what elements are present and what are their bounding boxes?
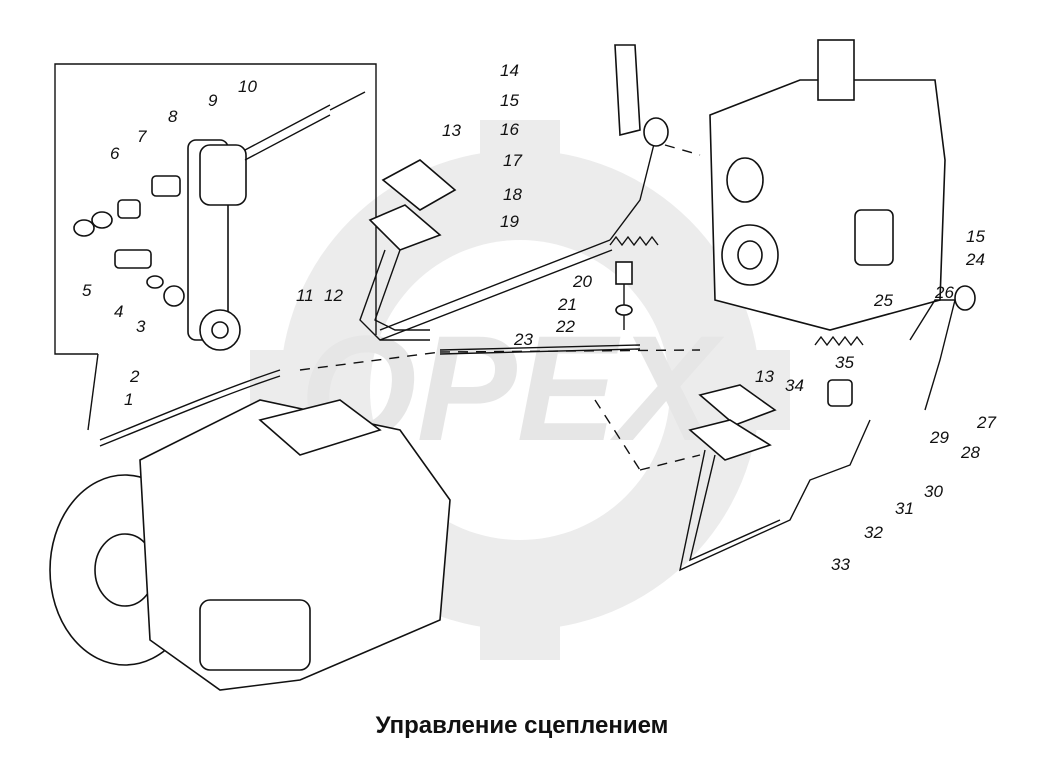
callout-2: 2: [130, 367, 140, 386]
callout-28: 28: [961, 443, 980, 462]
callout-13-upper: 13: [442, 121, 461, 140]
pedal-lower: [679, 379, 871, 572]
inset-frame: [54, 63, 377, 355]
bracket-top: [614, 44, 641, 137]
gearbox-right: [709, 39, 946, 331]
lever-arm-right: [909, 285, 976, 411]
clutch-lever: [187, 139, 247, 351]
callout-27: 27: [977, 413, 996, 432]
callout-26: 26: [935, 283, 954, 302]
inset-leader: [87, 353, 99, 431]
callout-7: 7: [137, 127, 147, 146]
callout-34: 34: [785, 376, 804, 395]
callout-15-right: 15: [966, 227, 985, 246]
callout-12: 12: [324, 286, 343, 305]
callout-6: 6: [110, 144, 120, 163]
callout-11: 11: [296, 286, 314, 305]
callout-35: 35: [835, 353, 854, 372]
rod-19: [379, 117, 669, 341]
cable-2: [99, 369, 281, 447]
adjusting-rod: [244, 91, 366, 161]
callout-19: 19: [500, 212, 519, 231]
callout-33: 33: [831, 555, 850, 574]
callout-5: 5: [82, 281, 92, 300]
callout-3: 3: [136, 317, 146, 336]
callout-17: 17: [503, 151, 522, 170]
callout-4: 4: [114, 302, 124, 321]
callout-25: 25: [874, 291, 893, 310]
callout-8: 8: [168, 107, 178, 126]
rod-23: [439, 344, 641, 355]
pedal-upper: [359, 159, 457, 341]
washers-nuts: [73, 175, 185, 307]
gearbox-left: [49, 399, 451, 691]
diagram-caption: Управление сцеплением: [375, 712, 669, 739]
callout-24: 24: [966, 250, 985, 269]
callout-23: 23: [514, 330, 533, 349]
callout-21: 21: [558, 295, 577, 314]
spring-18: [609, 235, 659, 247]
callout-22: 22: [556, 317, 575, 336]
callout-32: 32: [864, 523, 883, 542]
callout-29: 29: [930, 428, 949, 447]
callout-9: 9: [208, 91, 218, 110]
callout-14: 14: [500, 61, 519, 80]
callout-13-lower: 13: [755, 367, 774, 386]
callout-10: 10: [238, 77, 257, 96]
callout-20: 20: [573, 272, 592, 291]
callout-31: 31: [895, 499, 914, 518]
callout-16: 16: [500, 120, 519, 139]
callout-15-left: 15: [500, 91, 519, 110]
bolt-20-22: [615, 261, 633, 330]
spring-34: [814, 335, 864, 347]
callout-18: 18: [503, 185, 522, 204]
callout-30: 30: [924, 482, 943, 501]
callout-1: 1: [124, 390, 134, 409]
